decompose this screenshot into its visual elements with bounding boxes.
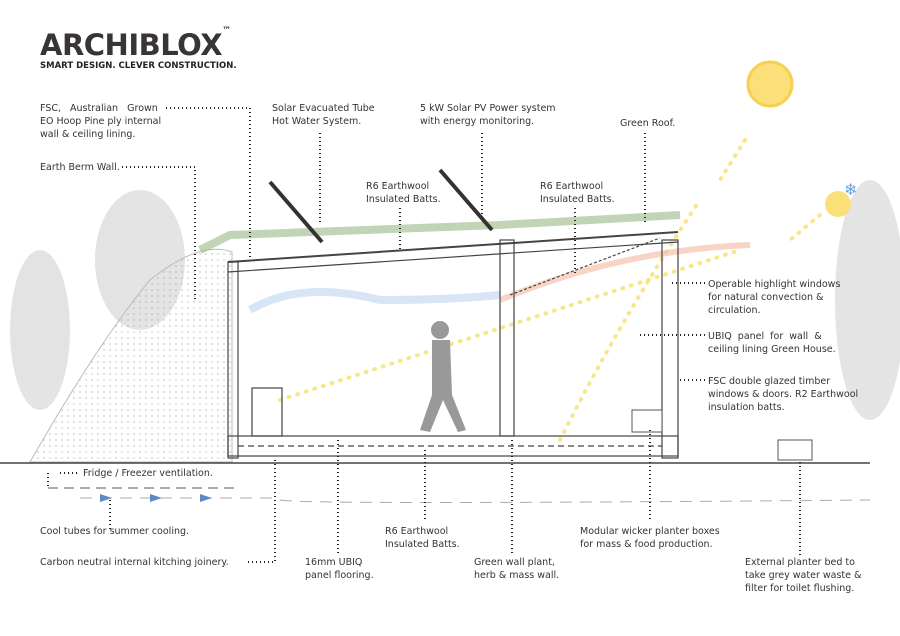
person-icon	[420, 321, 466, 432]
trees	[10, 180, 900, 420]
snowflake-icon: ❄	[844, 180, 857, 199]
label-green-roof: Green Roof.	[620, 118, 676, 129]
leader-lines	[47, 107, 801, 563]
label-earth-berm: Earth Berm Wall.	[40, 162, 120, 173]
label-ubiq-wall: UBIQ panel for wall & ceiling lining Gre…	[708, 331, 836, 355]
label-external-planter: External planter bed to take grey water …	[745, 557, 862, 594]
label-r6-batts-right: R6 Earthwool Insulated Batts.	[540, 181, 615, 205]
label-solar-tube: Solar Evacuated Tube Hot Water System.	[272, 103, 375, 127]
label-cool-tubes: Cool tubes for summer cooling.	[40, 526, 190, 537]
label-r6-floor: R6 Earthwool Insulated Batts.	[385, 526, 460, 550]
label-fridge-vent: Fridge / Freezer ventilation.	[83, 468, 213, 479]
grass	[198, 211, 681, 254]
label-planters: Modular wicker planter boxes for mass & …	[580, 526, 720, 550]
label-joinery: Carbon neutral internal kitching joinery…	[40, 557, 229, 568]
warm-air-arrow	[498, 242, 751, 303]
solar-panels	[268, 168, 494, 244]
label-solar-pv: 5 kW Solar PV Power system with energy m…	[420, 103, 556, 127]
sun-icon	[746, 60, 851, 217]
earth-berm	[29, 248, 233, 463]
label-green-wall: Green wall plant, herb & mass wall.	[474, 557, 560, 581]
cool-air-flow	[247, 288, 501, 314]
label-ply-lining: FSC, Australian Grown EO Hoop Pine ply i…	[40, 103, 162, 140]
label-flooring: 16mm UBIQ panel flooring.	[305, 557, 374, 581]
logo-tagline: SMART DESIGN. CLEVER CONSTRUCTION.	[40, 61, 237, 71]
archiblox-logo: ARCHIBLOX™	[40, 26, 231, 62]
planter-box	[631, 409, 813, 461]
label-glazing: FSC double glazed timber windows & doors…	[708, 376, 859, 413]
sun-rays	[278, 138, 822, 442]
label-r6-batts-left: R6 Earthwool Insulated Batts.	[366, 181, 441, 205]
building	[227, 231, 679, 459]
label-highlight-windows: Operable highlight windows for natural c…	[708, 279, 841, 316]
